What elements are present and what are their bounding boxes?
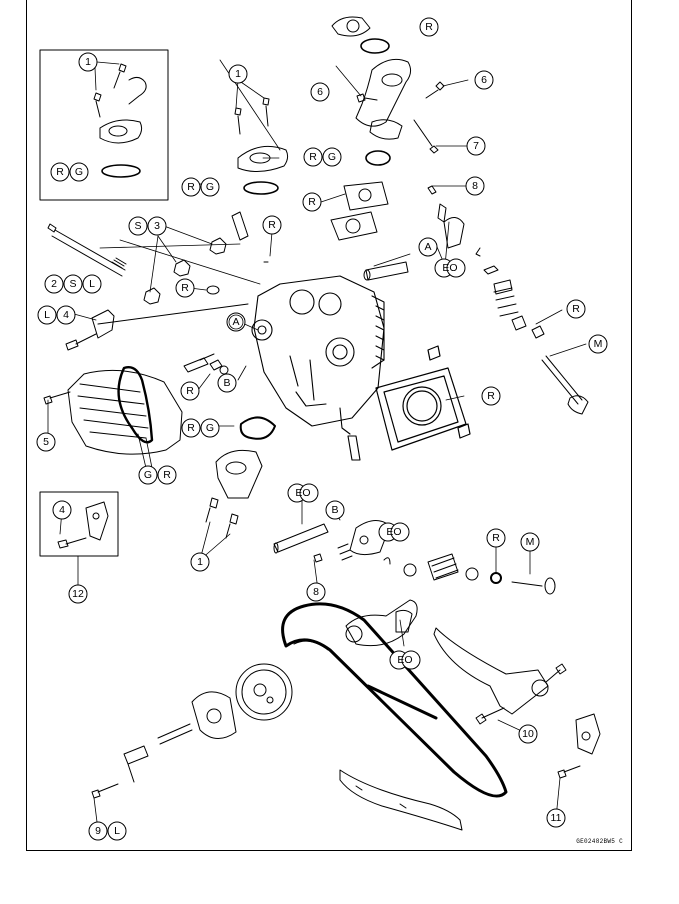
callout-m-lower: M	[526, 536, 535, 548]
tensioner-housing	[205, 449, 263, 539]
diagram-frame	[26, 0, 632, 851]
callout-6-left: 6	[317, 86, 323, 98]
callout-r-intake: R	[425, 21, 433, 33]
bracket-11	[557, 713, 601, 779]
callout-9: 9	[95, 825, 101, 837]
callout-m-top: M	[594, 338, 603, 350]
figure-code: GE02482BW5 C	[576, 838, 623, 845]
callout-a-head: A	[232, 316, 239, 328]
callout-7: 7	[473, 140, 479, 152]
callout-l-stud: L	[89, 278, 95, 290]
callout-circles	[36, 17, 608, 841]
callout-r-clip: R	[186, 385, 194, 397]
callout-8-top: 8	[472, 180, 478, 192]
callout-2: 2	[51, 278, 57, 290]
reference-letter-circles	[228, 314, 244, 330]
callout-eo-shaft: EO	[295, 487, 310, 499]
callout-4-bracket: 4	[63, 309, 69, 321]
callout-5: 5	[43, 436, 49, 448]
callout-6-right: 6	[481, 74, 487, 86]
callout-r-cap: R	[187, 181, 195, 193]
inset-box-top	[39, 49, 169, 201]
insulator-gaskets	[330, 181, 389, 241]
camshaft	[345, 599, 418, 647]
stud-bolt	[47, 223, 127, 277]
callout-s-stud: S	[69, 278, 76, 290]
callout-r-pin: R	[268, 219, 276, 231]
callout-r-washer: R	[181, 282, 189, 294]
callout-1-lower: 1	[197, 556, 203, 568]
leader-lines	[47, 59, 587, 831]
callout-b-shaft: B	[331, 504, 338, 516]
callout-4-inset: 4	[59, 504, 65, 516]
callout-r-gasket: R	[487, 390, 495, 402]
callout-s: S	[134, 220, 141, 232]
inset-box-bottom	[39, 491, 119, 557]
callout-r-oring: R	[309, 151, 317, 163]
callout-l-bracket: L	[44, 309, 50, 321]
callout-g-cover: G	[144, 469, 152, 481]
rocker-lower	[273, 520, 391, 563]
callout-g-inset: G	[75, 166, 83, 178]
head-cover	[43, 366, 183, 455]
callout-12: 12	[72, 588, 84, 600]
callout-eo-rocker: EO	[386, 526, 401, 538]
callout-l-bottom: L	[114, 825, 120, 837]
callout-g-cap: G	[206, 181, 214, 193]
cam-chain	[281, 602, 508, 798]
callout-eo-cam: EO	[397, 654, 412, 666]
callout-10: 10	[522, 728, 534, 740]
callout-g-oring-lower: G	[206, 422, 214, 434]
callout-11: 11	[551, 812, 562, 824]
tappet-parts	[183, 353, 276, 440]
cylinder-head	[251, 275, 385, 461]
callout-r-lower: R	[492, 532, 500, 544]
rocker-assembly	[363, 185, 589, 415]
valve-spring-set	[383, 553, 556, 595]
cam-sprocket	[91, 663, 293, 799]
callout-r-insulator: R	[308, 196, 316, 208]
callout-r-oring-lower: R	[187, 422, 195, 434]
callout-1-top: 1	[235, 68, 241, 80]
callout-e-top: EO	[442, 262, 457, 274]
callout-3: 3	[154, 220, 160, 232]
lower-chain-guide	[339, 769, 463, 831]
cap-assembly	[234, 97, 391, 195]
callout-r-cover: R	[163, 469, 171, 481]
callout-b-head: B	[223, 377, 230, 389]
callout-r-seal: R	[572, 303, 580, 315]
cap-assembly-inset	[93, 63, 147, 178]
callout-8-lower: 8	[313, 586, 319, 598]
callout-g-oring: G	[328, 151, 336, 163]
head-gasket	[375, 345, 471, 451]
chain-guide	[433, 627, 567, 725]
callout-r-inset: R	[56, 166, 64, 178]
intake-pipe	[331, 16, 445, 154]
callout-a-shaft: A	[424, 241, 431, 253]
callout-1-inset: 1	[85, 56, 91, 68]
bracket-upper	[65, 303, 249, 351]
callout-labels: 1 R G 1 R G 6 R 6 7 8 R G R R S 3 2 S L …	[43, 21, 602, 837]
bracket-inset	[57, 501, 109, 549]
